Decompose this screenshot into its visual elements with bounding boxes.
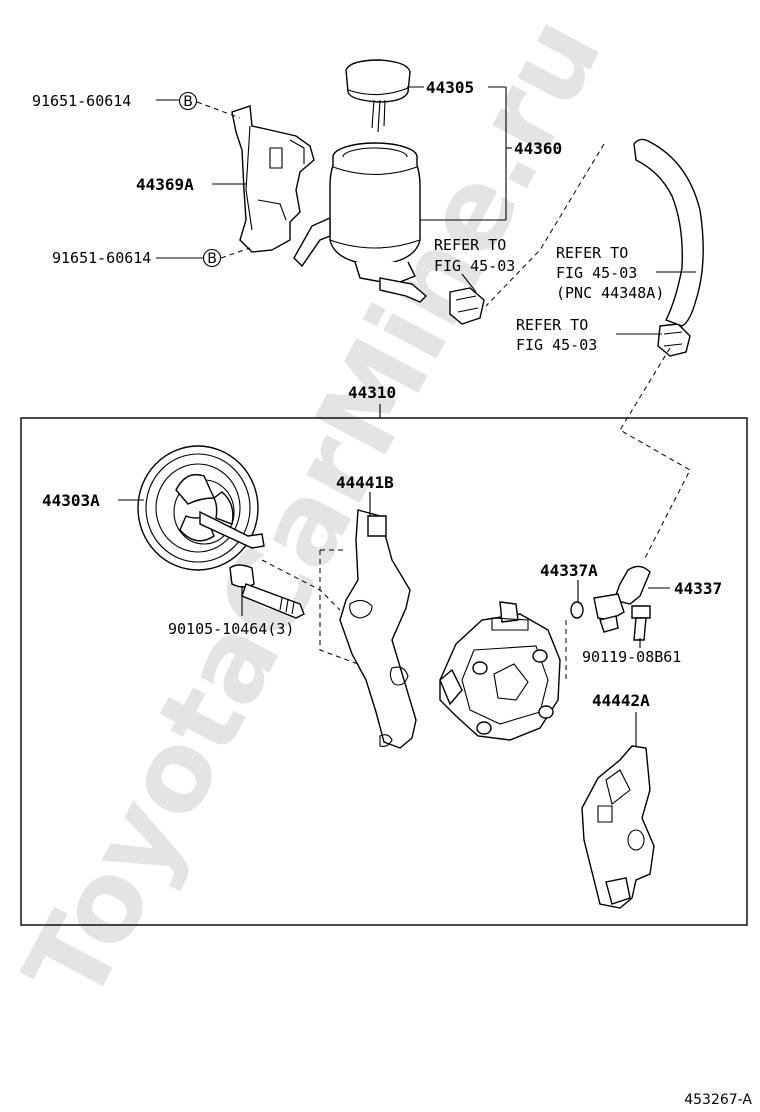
- b-marker-lower: B: [202, 248, 222, 268]
- hose-clamp-right[interactable]: [657, 323, 691, 357]
- label-rear-bracket: 44442A: [592, 691, 650, 710]
- dashed-route-lower: [619, 347, 691, 561]
- refer-note-3-line2: FIG 45-03: [516, 336, 597, 354]
- refer-note-2-line3: (PNC 44348A): [556, 284, 664, 302]
- union-bolt[interactable]: [631, 605, 651, 641]
- reservoir-bracket[interactable]: [231, 105, 315, 253]
- label-cap: 44305: [426, 78, 474, 97]
- dashed-front-bracket: [319, 549, 359, 665]
- label-bolt-upper: 91651-60614: [32, 92, 131, 110]
- refer-note-1-line1: REFER TO: [434, 236, 506, 254]
- svg-text:B: B: [183, 94, 193, 110]
- figure-id: 453267-A: [684, 1092, 752, 1108]
- b-marker-upper: B: [178, 91, 198, 111]
- label-reservoir: 44360: [514, 139, 562, 158]
- o-ring[interactable]: [570, 601, 584, 619]
- long-bolt[interactable]: [229, 564, 305, 619]
- hose-clamp-left[interactable]: [449, 287, 485, 325]
- assembly-frame: [20, 417, 748, 926]
- label-bolt-lower: 91651-60614: [52, 249, 151, 267]
- pump-body[interactable]: [439, 601, 561, 741]
- refer-note-2-line1: REFER TO: [556, 244, 628, 262]
- return-hose[interactable]: [633, 138, 704, 327]
- label-union-bolt: 90119-08B61: [582, 648, 681, 666]
- label-long-bolt: 90105-10464(3): [168, 620, 294, 638]
- label-reservoir-bracket: 44369A: [136, 175, 194, 194]
- leader-lines: [118, 86, 696, 746]
- label-pulley: 44303A: [42, 491, 100, 510]
- reservoir-tank[interactable]: [293, 142, 428, 303]
- svg-text:B: B: [207, 251, 217, 267]
- label-o-ring: 44337A: [540, 561, 598, 580]
- reservoir-cap[interactable]: [345, 59, 411, 133]
- refer-note-1-line2: FIG 45-03: [434, 257, 515, 275]
- front-bracket[interactable]: [339, 509, 417, 749]
- refer-note-2-line2: FIG 45-03: [556, 264, 637, 282]
- label-union: 44337: [674, 579, 722, 598]
- refer-note-3-line1: REFER TO: [516, 316, 588, 334]
- rear-bracket[interactable]: [581, 745, 655, 909]
- union-fitting[interactable]: [593, 565, 651, 633]
- dashed-route-hose: [485, 143, 605, 307]
- pulley[interactable]: [137, 445, 265, 571]
- label-front-bracket: 44441B: [336, 473, 394, 492]
- label-assembly: 44310: [348, 383, 396, 402]
